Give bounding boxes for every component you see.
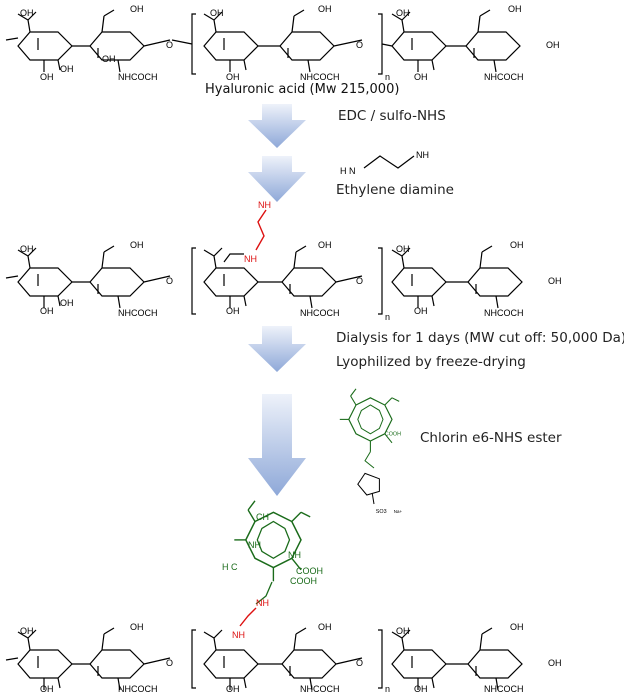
svg-text:OH: OH [414,72,428,82]
svg-text:OH: OH [210,8,224,18]
svg-text:OH: OH [318,4,332,14]
svg-text:NH: NH [244,254,257,264]
svg-text:O: O [356,658,363,668]
svg-text:OH: OH [396,626,410,636]
svg-text:NH: NH [258,200,271,210]
svg-text:OH: OH [60,298,74,308]
svg-text:H C: H C [222,562,238,572]
step-lyophilized-label: Lyophilized by freeze-drying [336,354,526,370]
svg-text:COOH: COOH [385,432,401,438]
svg-text:OH: OH [548,658,562,668]
ha-amine-structure: O O n NH NH OH OH OH OH NHCOCH OH OH NHC… [5,200,562,322]
svg-text:OH: OH [130,4,144,14]
svg-text:OH: OH [130,240,144,250]
hyaluronic-acid-structure: O O n OH OH OH OH OH NHCOCH OH OH OH NHC… [5,4,560,82]
repeat-n-1: n [385,72,390,82]
svg-text:NH: NH [248,540,261,550]
svg-text:OH: OH [102,54,116,64]
chlorin-e6-nhs-structure: COOH SO3 Na+ [339,388,403,515]
svg-text:CH: CH [256,512,269,522]
svg-text:OH: OH [546,40,560,50]
svg-text:OH: OH [20,8,34,18]
arrow-1 [248,104,306,148]
step-ethylene-diamine-label: Ethylene diamine [336,182,454,198]
svg-text:NH: NH [232,630,245,640]
svg-text:NHCOCH: NHCOCH [300,308,340,318]
svg-text:OH: OH [226,684,240,694]
svg-text:OH: OH [510,240,524,250]
repeat-n-2: n [385,312,390,322]
reaction-arrows [248,104,306,496]
step-chlorin-label: Chlorin e6-NHS ester [420,430,562,446]
svg-text:OH: OH [318,622,332,632]
svg-text:NHCOCH: NHCOCH [484,308,524,318]
step-edc-label: EDC / sulfo-NHS [338,108,446,124]
svg-text:SO3: SO3 [376,509,387,515]
svg-text:OH: OH [226,72,240,82]
svg-text:O: O [166,40,173,50]
svg-text:OH: OH [20,626,34,636]
svg-text:NH: NH [416,150,429,160]
repeat-n-3: n [385,684,390,694]
svg-text:O: O [166,276,173,286]
svg-text:O: O [356,40,363,50]
ethylene-diamine-structure: H N NH [340,150,429,176]
arrow-4 [248,394,306,496]
svg-text:OH: OH [20,244,34,254]
svg-text:OH: OH [226,306,240,316]
svg-text:Na+: Na+ [394,509,403,514]
svg-text:OH: OH [40,306,54,316]
svg-text:OH: OH [510,622,524,632]
arrow-2 [248,156,306,202]
svg-text:OH: OH [396,8,410,18]
svg-text:OH: OH [40,72,54,82]
svg-text:COOH: COOH [290,576,317,586]
ha-chlorin-conjugate-structure: CH NH NH COOH COOH H C NH NH O O n OH OH… [5,500,562,694]
svg-text:OH: OH [396,244,410,254]
svg-text:OH: OH [548,276,562,286]
svg-text:NHCOCH: NHCOCH [484,684,524,694]
svg-text:OH: OH [414,306,428,316]
svg-text:NHCOCH: NHCOCH [484,72,524,82]
hyaluronic-acid-title: Hyaluronic acid (Mw 215,000) [205,82,400,97]
svg-text:O: O [166,658,173,668]
svg-text:NHCOCH: NHCOCH [118,684,158,694]
svg-text:OH: OH [130,622,144,632]
svg-text:H N: H N [340,166,356,176]
svg-text:O: O [356,276,363,286]
svg-text:OH: OH [60,64,74,74]
arrow-3 [248,326,306,372]
svg-text:OH: OH [40,684,54,694]
svg-text:OH: OH [414,684,428,694]
svg-text:NHCOCH: NHCOCH [118,72,158,82]
svg-text:NHCOCH: NHCOCH [118,308,158,318]
svg-text:OH: OH [508,4,522,14]
svg-text:OH: OH [318,240,332,250]
svg-text:COOH: COOH [296,566,323,576]
svg-text:NH: NH [288,550,301,560]
svg-text:NH: NH [256,598,269,608]
svg-text:NHCOCH: NHCOCH [300,684,340,694]
step-dialysis-label: Dialysis for 1 days (MW cut off: 50,000 … [336,330,624,346]
svg-text:NHCOCH: NHCOCH [300,72,340,82]
